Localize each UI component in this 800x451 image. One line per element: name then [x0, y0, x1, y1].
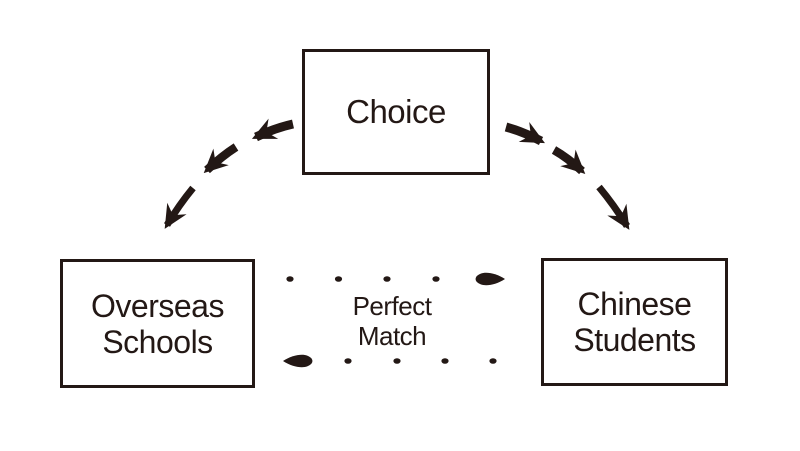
- dot: [334, 276, 343, 282]
- arrow-segment: [203, 143, 239, 174]
- arrow-segment: [504, 122, 545, 145]
- label-line-1: Overseas: [91, 287, 224, 324]
- node-choice: Choice: [302, 49, 490, 175]
- curved-arrow-choice-to-overseas-icon: [163, 118, 295, 229]
- label-line-2: Students: [573, 322, 696, 358]
- perfect-match-line-1: Perfect: [352, 291, 432, 321]
- dot: [432, 276, 440, 282]
- label-line-2: Schools: [102, 323, 213, 360]
- dot: [383, 276, 391, 282]
- dotted-connector-top: [286, 272, 505, 286]
- node-choice-label: Choice: [346, 93, 446, 130]
- arrow-segment: [251, 118, 295, 142]
- dot: [344, 358, 352, 364]
- left-arrowhead-icon: [283, 354, 313, 368]
- arrow-segment: [551, 146, 586, 175]
- perfect-match-label: Perfect Match: [312, 291, 472, 351]
- right-arrowhead-icon: [475, 272, 505, 286]
- arrow-segment: [596, 184, 630, 230]
- node-overseas-schools-label: Overseas Schools: [91, 288, 224, 360]
- node-overseas-schools: Overseas Schools: [60, 259, 255, 388]
- dot: [489, 358, 497, 364]
- dot: [441, 358, 449, 364]
- dot: [393, 358, 401, 364]
- dotted-connector-bottom: [283, 354, 497, 368]
- label-line-1: Chinese: [577, 286, 692, 322]
- perfect-match-line-2: Match: [357, 321, 427, 351]
- dot: [286, 276, 294, 282]
- node-chinese-students-label: Chinese Students: [573, 286, 696, 358]
- arrow-segment: [163, 185, 196, 229]
- node-chinese-students: Chinese Students: [541, 258, 728, 386]
- curved-arrow-choice-to-chinese-icon: [504, 122, 630, 230]
